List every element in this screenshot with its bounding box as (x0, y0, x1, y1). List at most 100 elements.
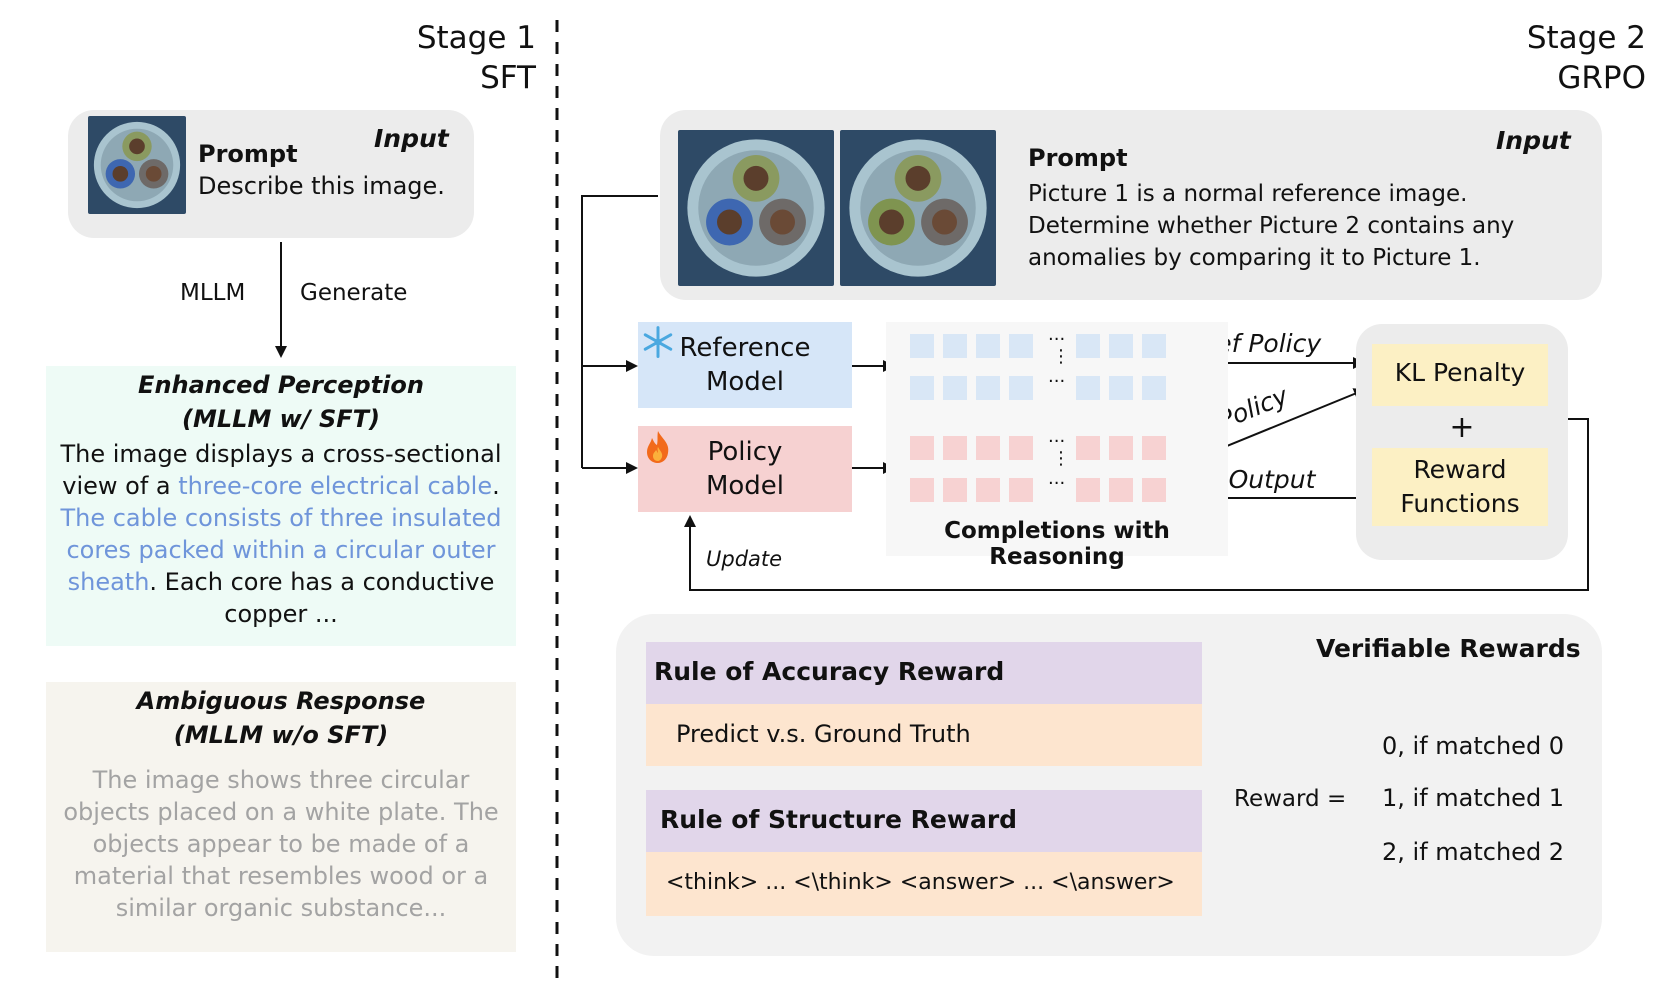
accuracy-rule-body: Predict v.s. Ground Truth (646, 704, 1202, 766)
reference-token (1076, 376, 1100, 400)
structure-rule-title: Rule of Structure Reward (660, 805, 1018, 834)
policy-token (1142, 436, 1166, 460)
enhanced-text-part-1: The image displays a cross-sectional vie… (60, 440, 502, 500)
grpo-prompt-line-1: Picture 1 is a normal reference image. (1028, 181, 1468, 207)
cable-image-thumbnail (88, 116, 186, 214)
stage1-title: Stage 1 (416, 20, 536, 56)
enhanced-perception-box: Enhanced Perception (MLLM w/ SFT) The im… (46, 366, 516, 646)
stage2-header: Stage 2 GRPO (1460, 18, 1646, 98)
stage2-title: Stage 2 (1526, 20, 1646, 56)
sft-input-box: Prompt Input Describe this image. (68, 110, 474, 238)
policy-token (1009, 436, 1033, 460)
reward-case-0: 0, if matched 0 (1382, 732, 1565, 760)
ambiguous-title: Ambiguous Response (136, 687, 426, 715)
enhanced-title: Enhanced Perception (138, 371, 424, 399)
policy-token (1076, 436, 1100, 460)
reward-equation-label: Reward = (1234, 786, 1347, 812)
kl-penalty-box: KL Penalty (1372, 344, 1548, 406)
policy-token (976, 436, 1000, 460)
sft-prompt-text: Describe this image. (198, 172, 445, 200)
enhanced-highlight-1: three-core electrical cable (178, 472, 493, 500)
vertical-ellipsis: ⋮ (1052, 346, 1070, 367)
policy-token (910, 436, 934, 460)
enhanced-text-part-2: . (492, 472, 500, 500)
query-cable-icon (840, 130, 996, 286)
reference-token (1109, 334, 1133, 358)
policy-token (1009, 478, 1033, 502)
verifiable-rewards-title: Verifiable Rewards (1316, 634, 1581, 663)
mllm-label: MLLM (180, 280, 246, 306)
vertical-ellipsis: ⋮ (1052, 448, 1070, 469)
policy-token (1076, 478, 1100, 502)
reference-token (910, 376, 934, 400)
policy-token (1109, 436, 1133, 460)
policy-model-line-1: Policy (707, 437, 783, 467)
kl-penalty-label: KL Penalty (1394, 358, 1526, 387)
ellipsis: ... (1048, 366, 1066, 387)
snowflake-icon (643, 326, 673, 358)
input-feed-line (581, 195, 658, 468)
sft-input-label: Input (374, 124, 449, 153)
structure-rule-text: <think> ... <\think> <answer> ... <\answ… (666, 870, 1175, 895)
reward-functions-line-2: Functions (1400, 489, 1520, 518)
reference-token (943, 334, 967, 358)
reference-token (1009, 376, 1033, 400)
output-label: Output (1229, 465, 1317, 494)
reference-token (910, 334, 934, 358)
reward-case-2: 2, if matched 2 (1382, 838, 1565, 866)
ambiguous-subtitle: (MLLM w/o SFT) (173, 721, 389, 749)
policy-token (1109, 478, 1133, 502)
reward-case-1: 1, if matched 1 (1382, 784, 1565, 812)
accuracy-rule-header: Rule of Accuracy Reward (646, 642, 1202, 704)
stage2-subtitle: GRPO (1557, 60, 1646, 96)
policy-token (910, 478, 934, 502)
grpo-input-label: Input (1496, 126, 1571, 155)
reference-token (943, 376, 967, 400)
grpo-input-box: Prompt Input Picture 1 is a normal refer… (660, 110, 1602, 300)
reference-token (1109, 376, 1133, 400)
policy-token (976, 478, 1000, 502)
policy-token (1142, 478, 1166, 502)
policy-token (943, 436, 967, 460)
scoring-box: KL Penalty + Reward Functions (1356, 324, 1568, 560)
enhanced-highlight-2: The cable consists of three insulated co… (60, 504, 502, 596)
plus-sign: + (1449, 410, 1475, 445)
stage1-header: Stage 1 SFT (350, 18, 536, 98)
flame-icon (647, 431, 669, 463)
structure-rule-body: <think> ... <\think> <answer> ... <\answ… (646, 852, 1202, 916)
enhanced-subtitle: (MLLM w/ SFT) (182, 405, 380, 433)
reference-token (976, 334, 1000, 358)
update-loop-line (684, 418, 1589, 591)
policy-model-line-2: Model (705, 471, 785, 501)
reward-functions-line-1: Reward (1413, 455, 1507, 484)
update-label: Update (706, 547, 782, 571)
policy-model-box: Policy Model (638, 426, 852, 512)
generate-label: Generate (300, 280, 408, 306)
reference-model-line-1: Reference (679, 333, 811, 363)
reference-token (1142, 334, 1166, 358)
enhanced-text-part-3: . Each core has a conductive copper ... (149, 568, 495, 628)
picture-1-thumbnail (678, 130, 834, 286)
grpo-prompt-line-3: anomalies by comparing it to Picture 1. (1028, 245, 1481, 271)
ellipsis: ... (1048, 324, 1066, 345)
reference-cable-icon (678, 130, 834, 286)
stage1-subtitle: SFT (480, 60, 536, 96)
grpo-prompt-label: Prompt (1028, 144, 1128, 172)
ambiguous-text: The image shows three circular objects p… (63, 766, 499, 922)
ellipsis: ... (1048, 468, 1066, 489)
reference-token (976, 376, 1000, 400)
cable-cross-section-icon (88, 116, 186, 214)
ellipsis: ... (1048, 426, 1066, 447)
accuracy-rule-text: Predict v.s. Ground Truth (676, 720, 971, 748)
completions-box: ... ⋮ ... ... ⋮ ... Completions with Rea… (886, 322, 1228, 570)
reference-token (1076, 334, 1100, 358)
grpo-prompt-line-2: Determine whether Picture 2 contains any (1028, 213, 1515, 239)
accuracy-rule-title: Rule of Accuracy Reward (654, 657, 1005, 686)
reference-token (1142, 376, 1166, 400)
picture-2-thumbnail (840, 130, 996, 286)
reward-functions-box: Reward Functions (1372, 448, 1548, 526)
policy-token (943, 478, 967, 502)
completions-label: Completions with Reasoning (944, 518, 1170, 570)
reference-model-line-2: Model (705, 367, 785, 397)
reference-model-box: Reference Model (638, 322, 852, 408)
